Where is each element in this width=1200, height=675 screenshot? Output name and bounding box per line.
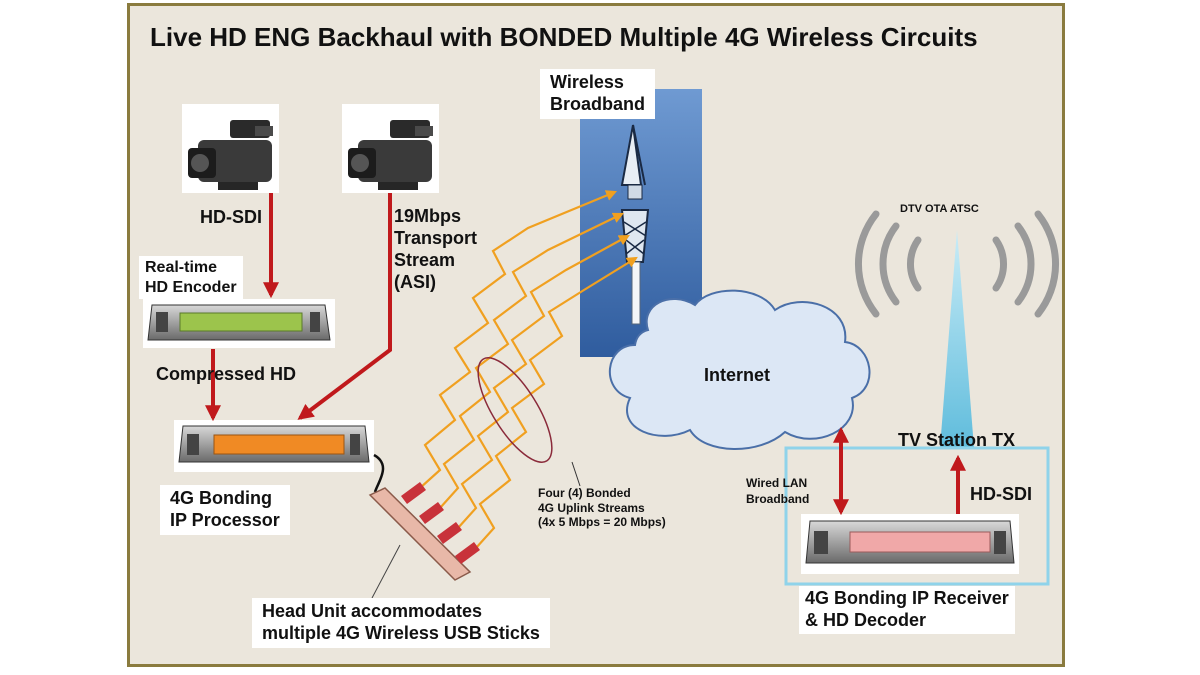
broadcast-waves-icon — [855, 210, 1059, 318]
head-unit-label: Head Unit accommodates multiple 4G Wirel… — [252, 598, 550, 648]
encoder-label: Real-time HD Encoder — [139, 256, 243, 300]
compressed-hd-label: Compressed HD — [156, 364, 297, 384]
tv-station-box — [784, 446, 1050, 586]
camera-icon — [182, 104, 279, 193]
dtv-label: DTV OTA ATSC — [900, 203, 979, 215]
usb-stick-icon — [419, 502, 444, 524]
streams-ellipse — [477, 357, 553, 463]
uplink-streams — [419, 190, 638, 549]
flow-arrows — [205, 193, 966, 516]
tv-tower-icon — [940, 230, 974, 448]
wired-lan-label: Wired LAN Broadband — [746, 476, 810, 507]
rack-unit-icon — [801, 514, 1019, 574]
tv-station-label: TV Station TX — [898, 430, 1015, 450]
hd-sdi-right-label: HD-SDI — [970, 484, 1032, 504]
usb-stick-icon — [401, 482, 426, 504]
hd-sdi-left-label: HD-SDI — [200, 207, 262, 227]
receiver-label: 4G Bonding IP Receiver & HD Decoder — [799, 586, 1015, 634]
uplink-label: Four (4) Bonded 4G Uplink Streams (4x 5 … — [538, 486, 666, 530]
head-unit-icon — [368, 453, 480, 581]
camera-icon — [342, 104, 439, 193]
uplink-callout-line — [571, 461, 581, 487]
processor-label: 4G Bonding IP Processor — [160, 485, 290, 535]
rack-unit-icon — [174, 420, 374, 472]
diagram-title: Live HD ENG Backhaul with BONDED Multipl… — [150, 22, 978, 52]
usb-stick-icon — [455, 542, 480, 564]
internet-label: Internet — [704, 365, 771, 385]
head-unit-callout-line — [371, 544, 401, 599]
cloud-icon — [608, 289, 871, 450]
usb-stick-icon — [437, 522, 462, 544]
cell-tower-icon — [620, 124, 650, 325]
transport-stream-label: 19Mbps Transport Stream (ASI) — [394, 206, 478, 292]
wireless-broadband-label: Wireless Broadband — [540, 69, 656, 119]
rack-unit-icon — [143, 299, 335, 348]
